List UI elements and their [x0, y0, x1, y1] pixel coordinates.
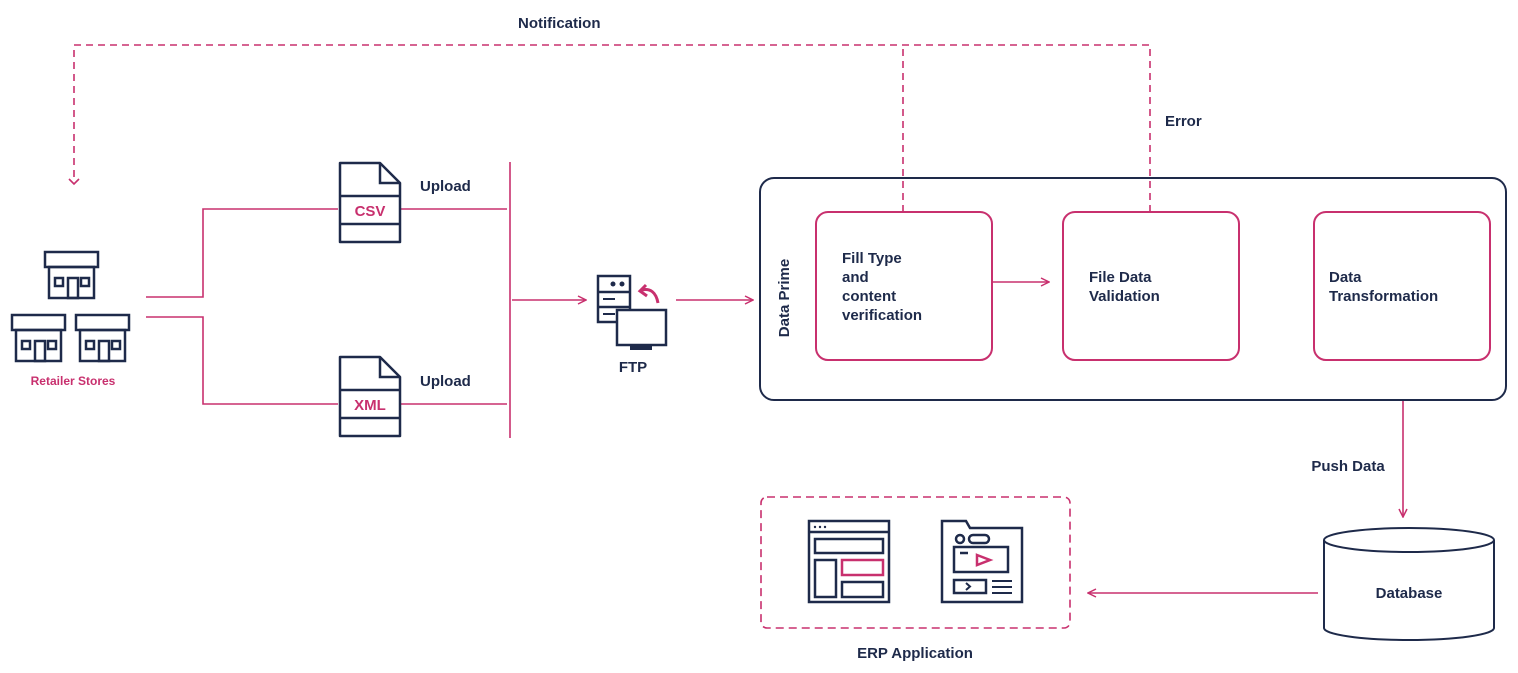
retailer-stores: Retailer Stores — [10, 250, 131, 388]
notification-label: Notification — [518, 15, 601, 32]
svg-text:Fill Type and cont: Fill Type and content verification — [842, 250, 922, 324]
process-box-fill-type: Fill Type and content verification — [815, 211, 993, 361]
erp-application-label: ERP Application — [857, 645, 973, 662]
xml-label: XML — [354, 397, 386, 414]
csv-label: CSV — [355, 203, 386, 220]
store-icon — [74, 313, 131, 363]
notification-arrowhead — [68, 178, 80, 186]
store-icon — [43, 250, 100, 300]
data-prime-container — [759, 177, 1507, 401]
ftp-server-icon — [596, 274, 668, 350]
ftp-label: FTP — [619, 359, 647, 376]
notification-loop — [73, 44, 1151, 212]
store-to-file-lines — [146, 162, 511, 438]
browser-window-icon — [807, 519, 891, 604]
error-label: Error — [1165, 113, 1202, 130]
upload-label-top: Upload — [420, 178, 471, 195]
notification-line — [73, 44, 1151, 212]
erp-application-box — [760, 496, 1071, 629]
process-box-file-data-validation: File Data Validation — [1062, 211, 1240, 361]
store-icon — [10, 313, 67, 363]
xml-file-icon: XML — [338, 355, 402, 438]
svg-text:Data Transformation: Data Transformation — [1329, 269, 1438, 305]
data-prime-label: Data Prime — [776, 259, 793, 337]
upload-label-bottom: Upload — [420, 373, 471, 390]
push-data-label: Push Data — [1311, 458, 1385, 475]
svg-text:File Data Validation: File Data Validation — [1089, 269, 1160, 305]
database-label: Database — [1376, 585, 1443, 602]
csv-file-icon: CSV — [338, 161, 402, 244]
database-icon — [1323, 527, 1495, 641]
process-box-data-transformation: Data Transformation — [1313, 211, 1491, 361]
media-window-icon — [940, 519, 1024, 604]
retailer-stores-label: Retailer Stores — [31, 374, 116, 388]
